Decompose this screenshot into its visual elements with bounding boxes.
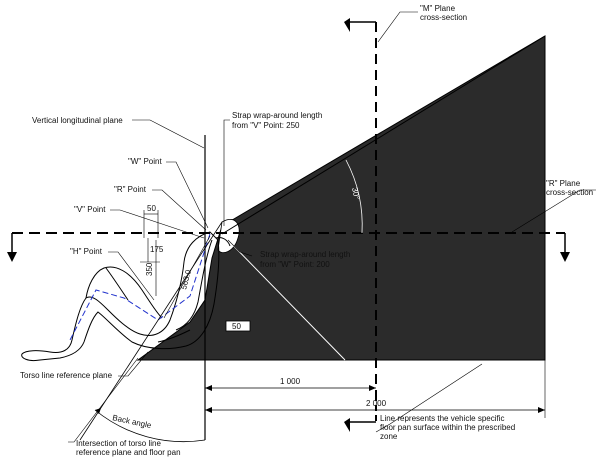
dim-50-top: 50 xyxy=(147,204,156,213)
m-plane-label-2: cross-section xyxy=(420,13,467,22)
strap-w-label-2: from "W" Point: 200 xyxy=(260,260,330,269)
leader-intersection xyxy=(68,357,139,443)
floor-diagonal-line xyxy=(221,233,346,361)
v-point-label: "V" Point xyxy=(74,205,106,214)
torso-dim-563 xyxy=(163,235,211,319)
floor-note-label-2: floor pan surface within the prescribed xyxy=(380,423,515,432)
r-plane-left-arrow xyxy=(7,252,17,262)
h-point-label: "H" Point xyxy=(70,247,103,256)
leader-r-plane xyxy=(511,189,596,233)
leader-torso-plane xyxy=(118,351,149,377)
m-plane-top-arrow xyxy=(344,18,350,32)
leader-floor-note xyxy=(375,363,483,433)
leader-strap-v xyxy=(223,119,230,226)
strap-w-label-1: Strap wrap-around length xyxy=(260,250,350,259)
floor-note-label-1: Line represents the vehicle specific xyxy=(380,414,505,423)
back-angle-label: Back angle xyxy=(112,413,153,430)
m-plane-bottom-arrow xyxy=(344,418,350,432)
floor-note-label-3: zone xyxy=(380,432,398,441)
m-plane-label-1: "M" Plane xyxy=(420,4,456,13)
leader-h-point xyxy=(108,251,155,301)
leader-vertical-plane xyxy=(132,119,205,149)
black-zone xyxy=(136,35,546,361)
angle-30-arc xyxy=(345,159,363,234)
r-plane-label-2: cross-section xyxy=(546,188,593,197)
intersection-label-2: reference plane and floor pan xyxy=(76,448,181,457)
head-notch xyxy=(217,219,240,254)
vertical-plane-label: Vertical longitudinal plane xyxy=(32,116,123,125)
dim-563: 563.0 xyxy=(179,268,193,290)
dim-350: 350 xyxy=(145,262,154,276)
intersection-label-1: Intersection of torso line xyxy=(76,439,161,448)
leader-w-point xyxy=(166,161,209,229)
torso-line-blue xyxy=(69,233,211,341)
r-point-label: "R" Point xyxy=(114,185,147,194)
leader-m-plane xyxy=(377,11,418,43)
back-angle-arc xyxy=(94,409,206,443)
angle-line xyxy=(221,35,546,235)
strap-v-label-1: Strap wrap-around length xyxy=(232,111,322,120)
dim-175: 175 xyxy=(150,245,164,254)
leader-r-point xyxy=(152,189,207,231)
dim-50-box-text: 50 xyxy=(232,322,241,331)
leader-v-point xyxy=(110,209,205,239)
leader-strap-w xyxy=(227,239,253,257)
torso-reference-line xyxy=(79,221,223,441)
torso-plane-label: Torso line reference plane xyxy=(20,371,113,380)
r-plane-right-arrow xyxy=(560,252,570,262)
dim-1000: 1 000 xyxy=(280,377,301,386)
w-point-label: "W" Point xyxy=(128,157,162,166)
dummy-figure xyxy=(21,231,231,361)
dim-angle-30: 30° xyxy=(350,187,361,201)
strap-v-label-2: from "V" Point: 250 xyxy=(232,121,300,130)
dim-2000: 2 000 xyxy=(366,399,387,408)
dim-50-box xyxy=(225,320,251,332)
r-plane-label-1: "R" Plane xyxy=(546,179,581,188)
